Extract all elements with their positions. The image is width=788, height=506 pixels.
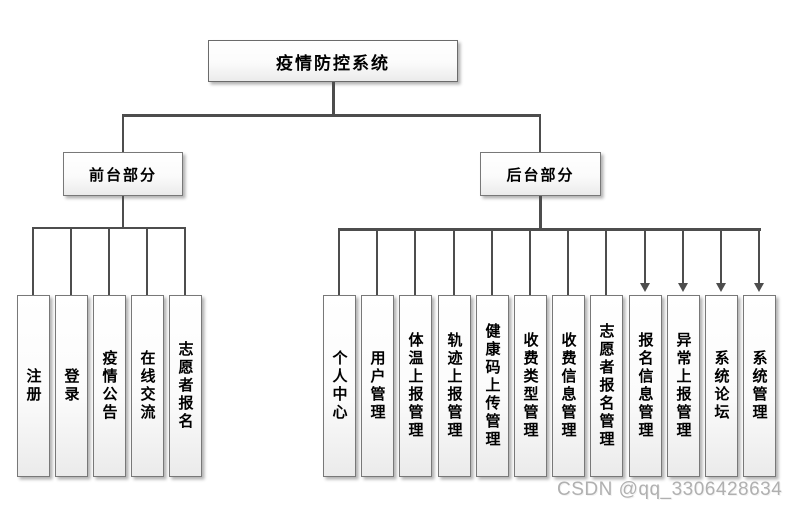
connector-front-stub [121, 196, 124, 228]
connector-back-child-4 [453, 228, 455, 295]
node-fee-info-management: 收费信息管理 [551, 295, 585, 477]
node-online-communication: 在线交流 [130, 295, 164, 477]
connector-to-back [539, 114, 541, 153]
front-section-node: 前台部分 [63, 152, 183, 196]
connector-back-child-2 [376, 228, 378, 295]
node-track-report-management: 轨迹上报管理 [437, 295, 471, 477]
connector-back-child-9 [644, 228, 646, 284]
node-system-forum: 系统论坛 [704, 295, 738, 477]
connector-back-child-3 [414, 228, 416, 295]
node-personal-center: 个人中心 [322, 295, 356, 477]
connector-root-stub [332, 82, 335, 115]
node-register: 注册 [16, 295, 50, 477]
connector-to-front [122, 114, 124, 153]
connector-back-stub [538, 196, 542, 230]
connector-back-child-11 [720, 228, 722, 284]
connector-front-child-3 [108, 227, 110, 295]
node-epidemic-announcement: 疫情公告 [92, 295, 126, 477]
arrow-down-icon [639, 283, 650, 292]
node-volunteer-signup: 志愿者报名 [168, 295, 202, 477]
arrow-down-icon [677, 283, 688, 292]
node-signup-info-management: 报名信息管理 [628, 295, 662, 477]
node-fee-type-management: 收费类型管理 [513, 295, 547, 477]
back-section-node: 后台部分 [480, 152, 601, 196]
connector-back-child-6 [529, 228, 531, 295]
arrow-down-icon [753, 283, 764, 292]
node-abnormal-report-management: 异常上报管理 [666, 295, 700, 477]
node-user-management: 用户管理 [360, 295, 394, 477]
connector-back-child-1 [338, 228, 340, 295]
connector-back-child-10 [682, 228, 684, 284]
root-node-label: 疫情防控系统 [276, 53, 390, 73]
node-temperature-report-management: 体温上报管理 [398, 295, 432, 477]
connector-root-horizontal [122, 114, 541, 117]
connector-back-child-7 [567, 228, 569, 295]
arrow-down-icon [715, 283, 726, 292]
root-node: 疫情防控系统 [208, 40, 458, 82]
node-volunteer-signup-management: 志愿者报名管理 [589, 295, 623, 477]
node-health-code-upload-management: 健康码上传管理 [475, 295, 509, 477]
connector-front-child-5 [184, 227, 186, 295]
connector-back-child-8 [605, 228, 607, 295]
node-system-management: 系统管理 [742, 295, 776, 477]
connector-front-child-2 [70, 227, 72, 295]
connector-back-horizontal [338, 228, 761, 231]
connector-back-child-12 [758, 228, 760, 284]
csdn-watermark: CSDN @qq_3306428634 [557, 479, 783, 500]
connector-front-child-4 [146, 227, 148, 295]
connector-front-child-1 [32, 227, 34, 295]
front-section-label: 前台部分 [88, 166, 157, 184]
connector-back-child-5 [491, 228, 493, 295]
back-section-label: 后台部分 [506, 166, 575, 184]
node-login: 登录 [54, 295, 88, 477]
